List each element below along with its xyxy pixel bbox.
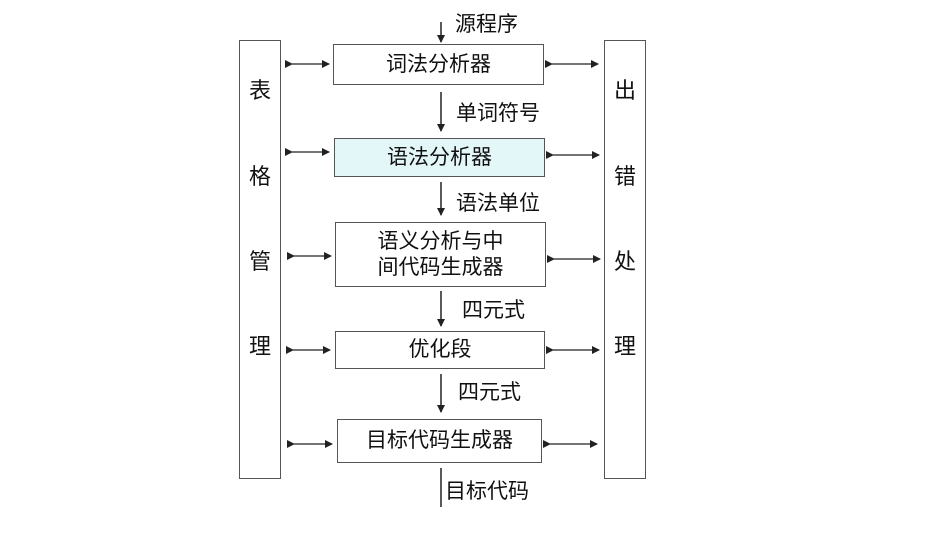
left-char-2: 格: [248, 165, 271, 190]
output-label: 目标代码: [445, 479, 529, 503]
right-char-1: 出: [613, 79, 636, 104]
left-char-4: 理: [248, 335, 271, 360]
edge-label-quadruples-2: 四元式: [458, 380, 521, 404]
stage-code-generator: 目标代码生成器: [337, 419, 542, 463]
right-char-3: 处: [613, 250, 636, 275]
stage-semantic-ir-generator-label: 语义分析与中间代码生成器: [377, 229, 504, 279]
stage-optimizer: 优化段: [335, 331, 545, 369]
input-label: 源程序: [455, 12, 518, 36]
right-char-4: 理: [613, 335, 636, 360]
edge-label-quadruples-1: 四元式: [462, 298, 525, 322]
error-handling-column: 出 错 处 理: [604, 40, 646, 479]
stage-semantic-ir-generator: 语义分析与中间代码生成器: [335, 222, 546, 287]
left-char-3: 管: [248, 250, 271, 275]
table-management-column: 表 格 管 理: [239, 40, 281, 479]
stage-lexical-analyzer: 词法分析器: [333, 44, 544, 85]
left-char-1: 表: [248, 79, 271, 104]
edge-label-syntax-units: 语法单位: [456, 191, 540, 215]
right-char-2: 错: [613, 165, 636, 190]
stage-syntax-analyzer: 语法分析器: [334, 138, 545, 177]
edge-label-tokens: 单词符号: [456, 101, 540, 125]
